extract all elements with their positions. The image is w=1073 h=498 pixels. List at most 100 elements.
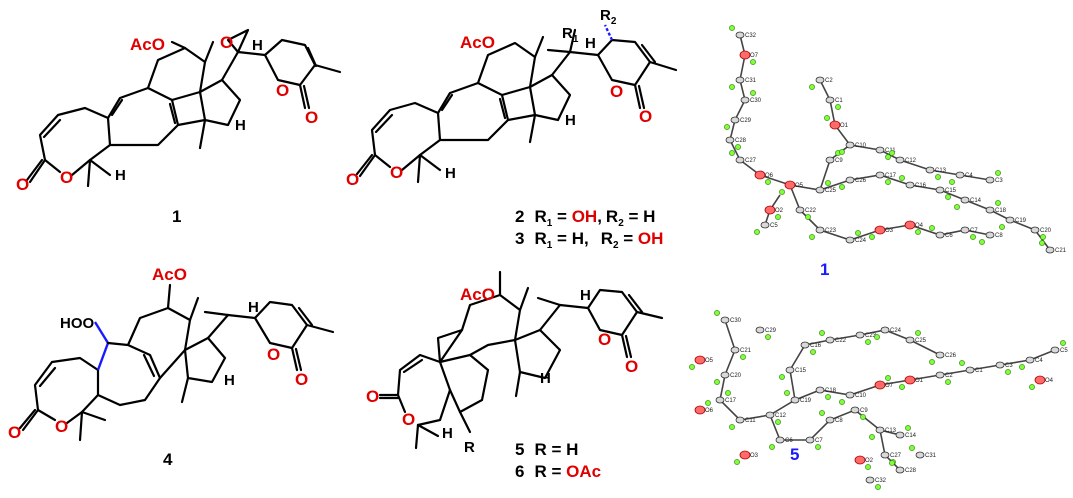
xray-atom bbox=[850, 406, 860, 414]
xray-atom bbox=[725, 136, 735, 144]
xray-atom-label: O2 bbox=[775, 208, 784, 214]
xray-atom bbox=[775, 436, 785, 444]
xray-hydrogen bbox=[839, 149, 845, 155]
xray-hydrogen bbox=[805, 214, 811, 220]
xray-hydrogen bbox=[729, 150, 735, 156]
xray-atom-label: C31 bbox=[925, 453, 937, 459]
xray-atom bbox=[754, 170, 766, 180]
c4-oac-label: AcO bbox=[152, 265, 187, 284]
xray-atom bbox=[805, 436, 815, 444]
xray-atom-label: C15 bbox=[795, 368, 807, 374]
c4-ring-o: O bbox=[55, 417, 68, 436]
xray-atom-label: C29 bbox=[765, 328, 777, 334]
xray-atom bbox=[965, 366, 975, 374]
c4-carbonyl-o: O bbox=[295, 370, 308, 389]
xray-atom-label: C2 bbox=[945, 373, 953, 379]
xray-hydrogen bbox=[885, 375, 891, 381]
xray-atom bbox=[829, 120, 841, 130]
c1-h3-label: H bbox=[235, 117, 246, 134]
xray-atom-label: C26 bbox=[855, 178, 867, 184]
xray-hydrogen bbox=[725, 390, 731, 396]
xray-hydrogen bbox=[839, 399, 845, 405]
xray-hydrogen bbox=[819, 330, 825, 336]
c5-r-label: R bbox=[464, 439, 475, 456]
xray-atom-label: C20 bbox=[730, 373, 742, 379]
xray-5-atoms: C30C21C20C17C11C12C19C18C10O7O1C2C1C3C4C… bbox=[689, 310, 1068, 490]
xray-atom bbox=[985, 206, 995, 214]
xray-atom-label: C19 bbox=[1015, 218, 1027, 224]
xray-hydrogen bbox=[740, 354, 746, 360]
xray-hydrogen bbox=[779, 189, 785, 195]
xray-atom bbox=[895, 156, 905, 164]
xray-atom-label: C31 bbox=[745, 78, 757, 84]
xray-atom bbox=[845, 391, 855, 399]
xray-hydrogen bbox=[765, 334, 771, 340]
c5-lactone-o: O bbox=[598, 330, 611, 349]
c2-r2-label: R2 bbox=[600, 7, 617, 27]
c2-h3-label: H bbox=[565, 112, 576, 129]
xray-atom bbox=[764, 205, 776, 215]
xray-hydrogen bbox=[869, 234, 875, 240]
xray-atom-label: C9 bbox=[835, 158, 843, 164]
xray-hydrogen bbox=[824, 115, 830, 121]
xray-atom-label: O5 bbox=[705, 358, 714, 364]
xray-hydrogen bbox=[839, 184, 845, 190]
xray-atom bbox=[845, 176, 855, 184]
c1-carbonyl-o: O bbox=[305, 108, 318, 127]
xray-atom bbox=[715, 396, 725, 404]
xray-hydrogen bbox=[765, 179, 771, 185]
xray-atom-label: C9 bbox=[860, 408, 868, 414]
xray-atom-label: O4 bbox=[915, 223, 924, 229]
xray-atom bbox=[955, 171, 965, 179]
xray-hydrogen bbox=[1019, 364, 1025, 370]
xray-atom bbox=[765, 411, 775, 419]
xray-atom-label: C6 bbox=[945, 233, 953, 239]
c5-h3-label: H bbox=[540, 370, 551, 387]
xray-atom bbox=[825, 156, 835, 164]
xray-atom bbox=[790, 396, 800, 404]
xray-atom-label: O5 bbox=[795, 183, 804, 189]
c2-ketone-o: O bbox=[346, 170, 359, 189]
xray-hydrogen bbox=[889, 460, 895, 466]
xray-hydrogen bbox=[750, 90, 756, 96]
xray-hydrogen bbox=[915, 330, 921, 336]
xray-hydrogen bbox=[779, 374, 785, 380]
xray-atom-label: C12 bbox=[905, 158, 917, 164]
xray-hydrogen bbox=[729, 424, 735, 430]
xray-atom bbox=[1030, 226, 1040, 234]
xray-atom bbox=[855, 331, 865, 339]
xray-hydrogen bbox=[949, 179, 955, 185]
xray-hydrogen bbox=[935, 174, 941, 180]
c5-oac-label: AcO bbox=[460, 285, 495, 304]
xray-atom bbox=[735, 31, 745, 39]
xray-atom bbox=[925, 166, 935, 174]
xray-atom bbox=[935, 371, 945, 379]
xray-hydrogen bbox=[875, 484, 881, 490]
xray-hydrogen bbox=[769, 444, 775, 450]
xray-hydrogen bbox=[899, 175, 905, 181]
xray-hydrogen bbox=[855, 230, 861, 236]
xray-hydrogen bbox=[689, 364, 695, 370]
xray-atom-label: C22 bbox=[835, 338, 847, 344]
xray-atom bbox=[800, 341, 810, 349]
xray-atom-label: C25 bbox=[915, 338, 927, 344]
xray-atom bbox=[935, 231, 945, 239]
c5-h-label: H bbox=[580, 287, 591, 304]
xray-atom bbox=[875, 171, 885, 179]
xray-atom-label: O7 bbox=[750, 53, 759, 59]
xray-hydrogen bbox=[819, 410, 825, 416]
xray-hydrogen bbox=[815, 444, 821, 450]
xray-atom-label: C5 bbox=[770, 223, 778, 229]
c5-ketone-o: O bbox=[366, 387, 379, 406]
xray-hydrogen bbox=[915, 229, 921, 235]
xray-atom-label: C16 bbox=[810, 343, 822, 349]
xray-atom-label: C12 bbox=[775, 413, 787, 419]
xray-atom-label: C23 bbox=[865, 333, 877, 339]
xray-hydrogen bbox=[775, 419, 781, 425]
xray-atom bbox=[825, 336, 835, 344]
c2-lactone-o: O bbox=[610, 82, 623, 101]
